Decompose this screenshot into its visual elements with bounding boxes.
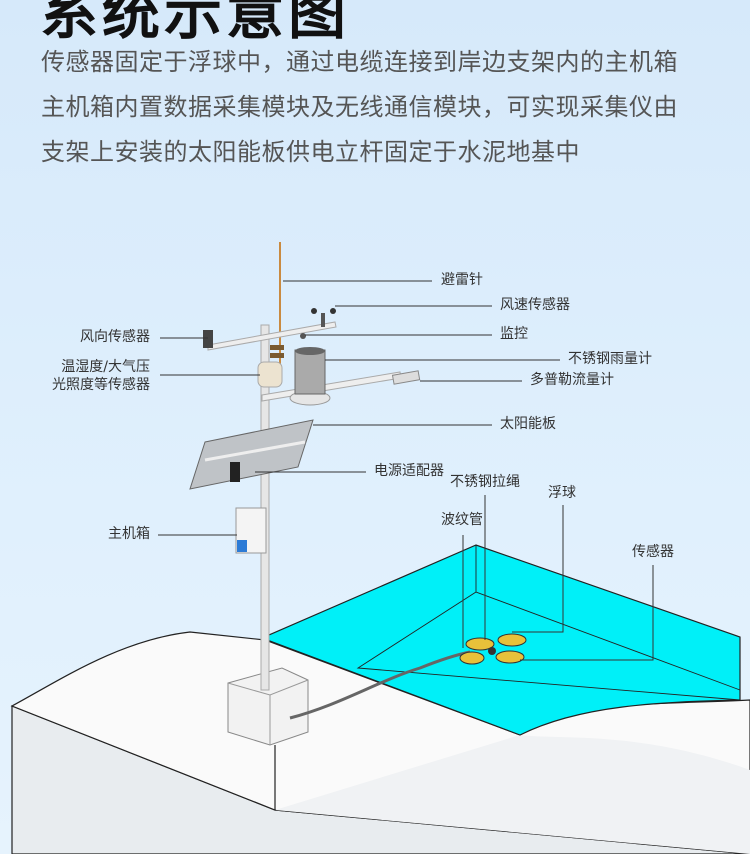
label-bellows: 波纹管 [441,512,483,528]
label-wind-direction-sensor: 风向传感器 [80,329,150,345]
label-temp-humidity-line-1: 温湿度/大气压 [61,359,150,375]
ground-right-face [275,735,750,854]
cable [289,650,471,720]
label-wind-speed-sensor: 风速传感器 [500,297,570,313]
label-main-box: 主机箱 [108,526,150,542]
label-lightning-rod: 避雷针 [441,272,483,288]
leader-lines [158,280,654,661]
label-doppler-flowmeter: 多普勒流量计 [530,372,614,388]
label-power-adapter: 电源适配器 [374,463,444,479]
label-camera: 监控 [500,326,528,342]
label-float: 浮球 [548,485,576,501]
label-rain-gauge: 不锈钢雨量计 [568,351,652,367]
description-line-2: 主机箱内置数据采集模块及无线通信模块，可实现采集仪由 [41,93,678,121]
description-line-3: 支架上安装的太阳能板供电立杆固定于水泥地基中 [41,138,580,166]
solar-panel [189,419,314,490]
float-buoy [459,633,527,665]
label-sensor: 传感器 [632,544,674,560]
label-temp-humidity-line-2: 光照度等传感器 [52,377,150,393]
description-line-1: 传感器固定于浮球中，通过电缆连接到岸边支架内的主机箱 [41,48,678,76]
label-steel-rope: 不锈钢拉绳 [450,474,520,490]
label-solar-panel: 太阳能板 [500,416,556,432]
page-title: 系统示意图 [40,0,351,47]
